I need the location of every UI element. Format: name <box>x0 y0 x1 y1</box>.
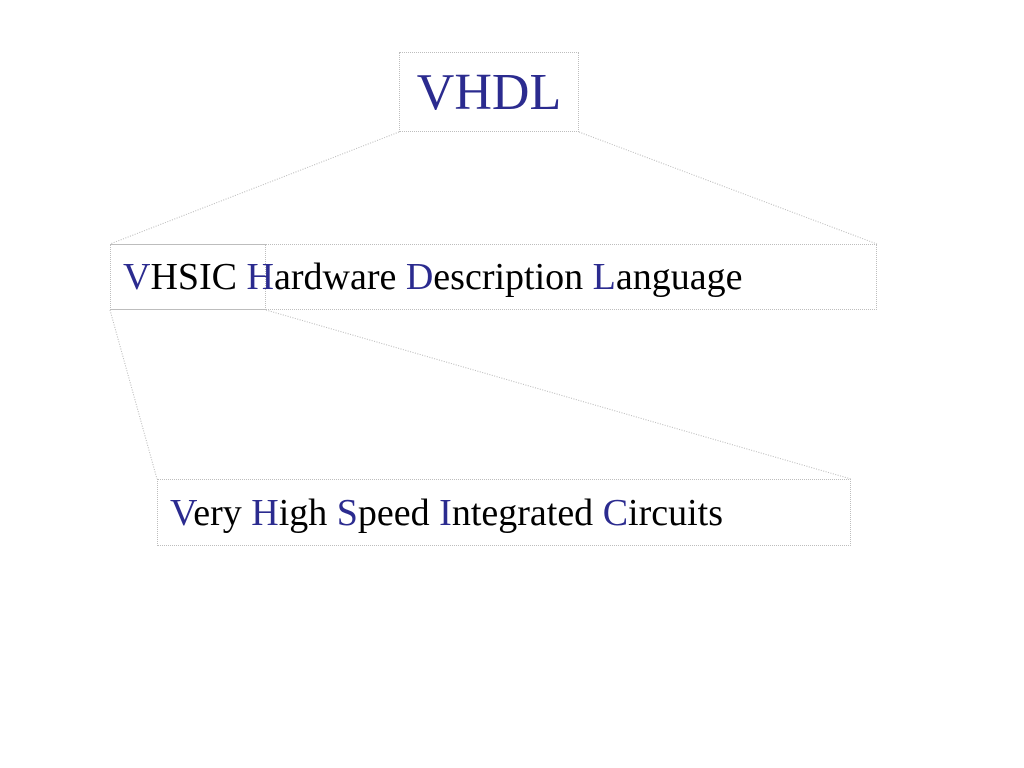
expansion-word: Description <box>406 255 583 299</box>
word-rest: igh <box>278 491 328 534</box>
expansion-box: VHSIC Hardware Description Language <box>110 244 877 310</box>
expansion-word: Speed <box>337 491 430 535</box>
vhsic-expansion-box: Very High Speed Integrated Circuits <box>157 479 851 546</box>
word-initial: H <box>251 491 279 534</box>
expansion-word: Circuits <box>603 491 723 535</box>
word-initial: V <box>170 491 194 534</box>
word-rest: peed <box>357 491 430 534</box>
connector-top-right <box>578 131 878 245</box>
connector-vhsic-right <box>265 309 852 480</box>
expansion-word: High <box>251 491 327 535</box>
word-rest: HSIC <box>150 256 238 298</box>
word-rest: ntegrated <box>451 491 594 534</box>
word-initial: L <box>592 256 616 298</box>
word-initial: C <box>602 491 629 534</box>
word-rest: ardware <box>273 256 397 298</box>
vhdl-box: VHDL <box>399 52 579 132</box>
word-initial: H <box>246 256 274 298</box>
connector-vhsic-left <box>109 309 158 480</box>
word-initial: I <box>439 491 452 534</box>
vhdl-label: VHDL <box>416 63 562 121</box>
word-rest: ircuits <box>628 491 724 534</box>
expansion-word: Very <box>170 491 242 535</box>
word-rest: escription <box>433 256 584 298</box>
expansion-word: Language <box>593 255 743 299</box>
expansion-word: Integrated <box>439 491 593 535</box>
word-initial: S <box>336 491 358 534</box>
expansion-word: VHSIC <box>123 255 237 299</box>
word-rest: ery <box>193 491 242 534</box>
expansion-word: Hardware <box>247 255 397 299</box>
connector-top-left <box>109 131 400 245</box>
word-rest: anguage <box>615 256 743 298</box>
word-initial: V <box>123 256 151 298</box>
word-initial: D <box>405 256 434 298</box>
